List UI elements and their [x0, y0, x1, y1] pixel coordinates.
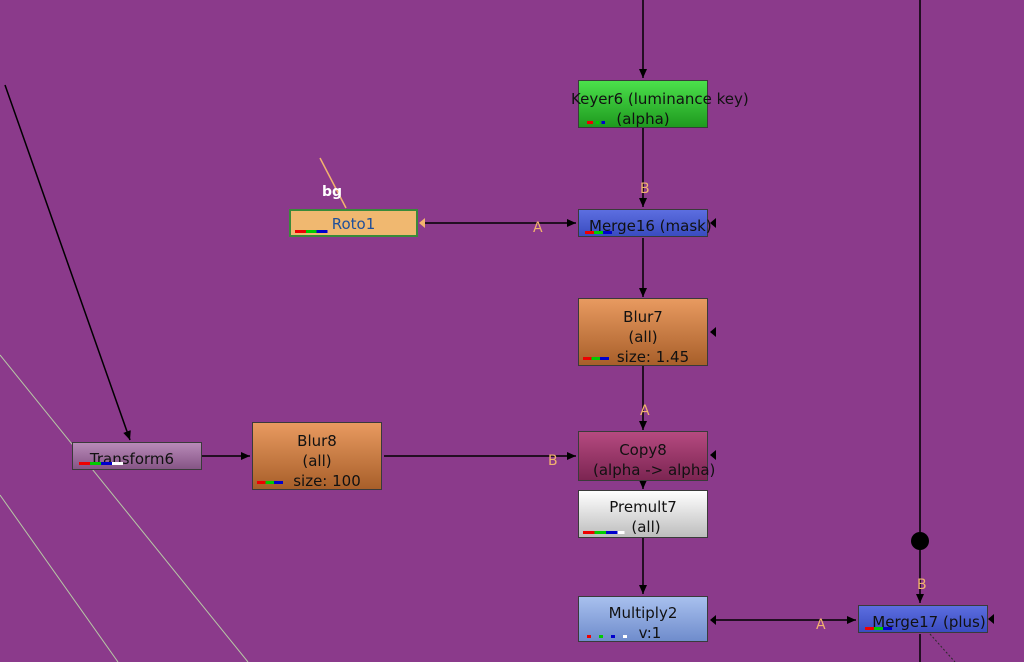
roto1-bg-label: bg [322, 184, 343, 200]
merge17-mask-pointer[interactable] [988, 614, 994, 624]
blur7-mask-pointer[interactable] [710, 327, 716, 337]
node-merge17[interactable]: Merge17 (plus) [858, 605, 988, 633]
channel-indicator [865, 627, 895, 630]
node-title: Blur7 [623, 308, 663, 326]
node-transform6[interactable]: Transform6 [72, 442, 202, 470]
node-blur8[interactable]: Blur8 (all) size: 100 [252, 422, 382, 490]
edge-roto1-bg[interactable] [319, 157, 347, 209]
merge16-input-b-label: B [640, 181, 650, 197]
node-title: Transform6 [89, 450, 175, 468]
channel-indicator [257, 481, 283, 484]
channel-indicator [587, 121, 605, 124]
node-subtitle: (all) [628, 328, 658, 346]
node-premult7[interactable]: Premult7 (all) [578, 490, 708, 538]
copy8-input-b-label: B [548, 453, 558, 469]
node-roto1[interactable]: Roto1 [289, 209, 418, 237]
merge17-input-b-label: B [917, 577, 927, 593]
node-subtitle: (all) [302, 452, 332, 470]
node-title: Keyer6 (luminance key) [571, 90, 749, 108]
node-title: Blur8 [297, 432, 337, 450]
channel-indicator [583, 531, 629, 534]
channel-indicator [79, 462, 123, 465]
node-subtitle: (alpha) [616, 110, 670, 128]
node-title: Premult7 [609, 498, 677, 516]
node-size: size: 1.45 [616, 348, 690, 366]
node-title: Merge17 (plus) [872, 613, 986, 631]
node-subtitle: (all) [631, 518, 661, 536]
node-multiply2[interactable]: Multiply2 v:1 [578, 596, 708, 642]
node-subtitle: v:1 [638, 624, 662, 642]
merge16-mask-pointer[interactable] [710, 218, 716, 228]
node-keyer6[interactable]: Keyer6 (luminance key) (alpha) [571, 80, 749, 128]
channel-indicator [583, 357, 609, 360]
node-merge16[interactable]: Merge16 (mask) [578, 209, 712, 237]
node-subtitle: (alpha -> alpha) [593, 461, 716, 479]
node-blur7[interactable]: Blur7 (all) size: 1.45 [578, 298, 708, 366]
roto1-input-pointer[interactable] [419, 218, 425, 228]
node-title: Merge16 (mask) [589, 217, 712, 235]
node-copy8[interactable]: Copy8 (alpha -> alpha) [578, 431, 716, 481]
channel-indicator [585, 231, 615, 234]
node-size: size: 100 [293, 472, 361, 490]
node-title: Copy8 [619, 441, 667, 459]
channel-indicator [587, 635, 627, 638]
multiply2-mask-pointer[interactable] [710, 615, 716, 625]
edge-input-transform6[interactable] [4, 84, 131, 441]
edge-merge17-mask[interactable] [929, 633, 956, 662]
merge16-input-a-label: A [533, 220, 543, 236]
merge17-input-a-label: A [816, 617, 826, 633]
dot-node[interactable] [911, 532, 929, 550]
channel-indicator [295, 230, 331, 233]
backdrop-line [0, 494, 119, 662]
node-title: Multiply2 [608, 604, 678, 622]
node-title: Roto1 [331, 215, 376, 233]
backdrop-line [0, 354, 249, 662]
copy8-mask-pointer[interactable] [710, 450, 716, 460]
blur7-input-a-label: A [640, 403, 650, 419]
